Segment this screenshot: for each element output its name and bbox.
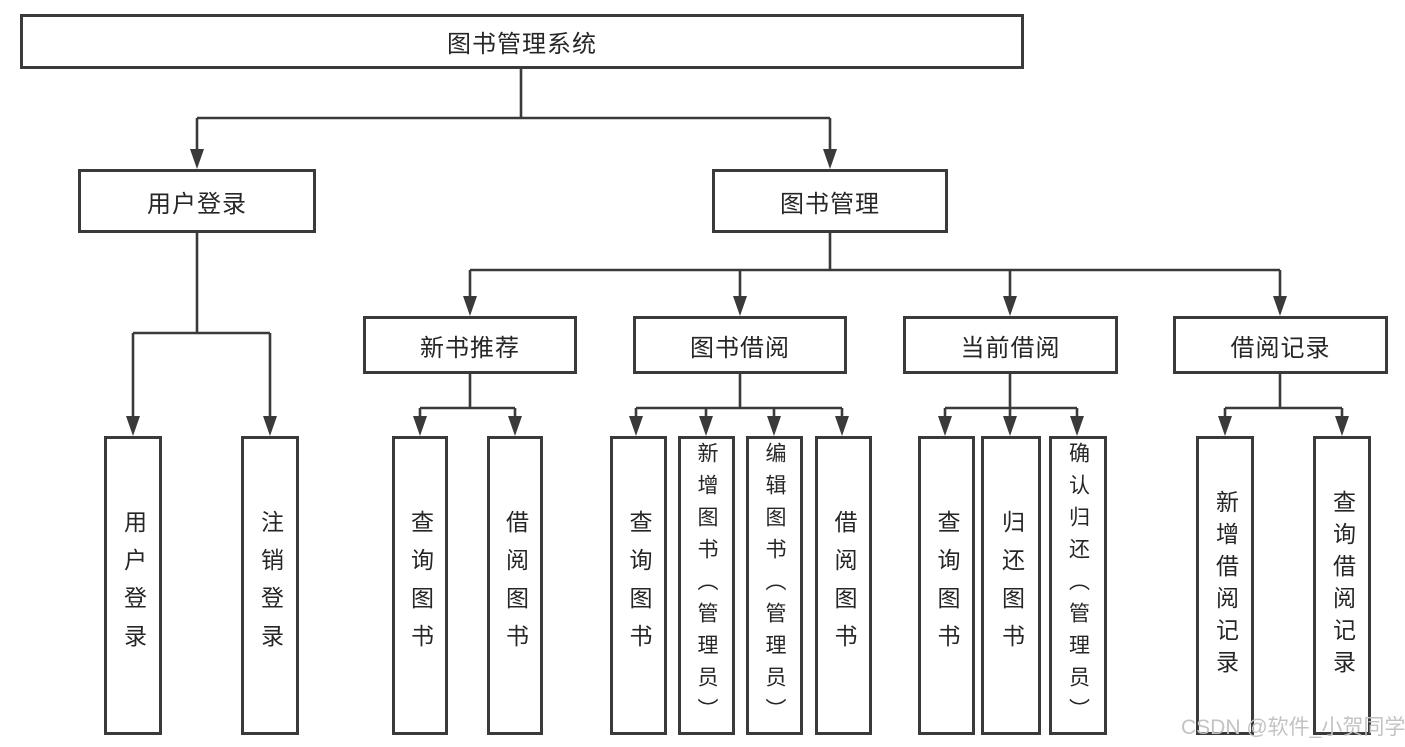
node-root-label: 图书管理系统 [447, 31, 597, 58]
arrowheads-level3 [463, 296, 1287, 316]
arrowheads-user-login [126, 416, 277, 436]
node-borrowing-records: 借阅记录 [1173, 316, 1388, 374]
node-leaf-bb-edit-books-admin-label: 编辑图书（管理员） [763, 441, 786, 730]
node-leaf-nbr-query-books-label: 查询图书 [407, 509, 434, 662]
node-current-borrowing-label: 当前借阅 [960, 334, 1061, 362]
connector-borrowing-records [1223, 374, 1344, 431]
node-leaf-bb-query-books: 查询图书 [610, 436, 667, 735]
node-leaf-bb-edit-books-admin: 编辑图书（管理员） [746, 436, 803, 735]
arrowheads-new-book-recommendation [413, 416, 522, 436]
node-leaf-bb-borrow-books: 借阅图书 [815, 436, 872, 735]
node-leaf-bb-query-books-label: 查询图书 [626, 509, 652, 662]
node-book-management: 图书管理 [712, 169, 948, 233]
node-leaf-br-add-record-label: 新增借阅记录 [1212, 489, 1239, 682]
node-leaf-cb-query-books: 查询图书 [918, 436, 975, 735]
node-leaf-logout-label: 注销登录 [257, 509, 284, 662]
node-leaf-user-login-label: 用户登录 [120, 509, 147, 662]
node-new-book-recommendation: 新书推荐 [363, 316, 577, 374]
arrowheads-book-borrowing [629, 416, 849, 436]
node-leaf-cb-return-books-label: 归还图书 [998, 509, 1025, 662]
node-borrowing-records-label: 借阅记录 [1230, 334, 1331, 362]
node-leaf-br-query-record: 查询借阅记录 [1313, 436, 1371, 735]
node-book-borrowing-label: 图书借阅 [690, 334, 790, 362]
node-root: 图书管理系统 [20, 14, 1024, 69]
connector-book-borrowing [634, 374, 844, 431]
node-book-management-label: 图书管理 [780, 190, 880, 218]
node-leaf-bb-add-books-admin: 新增图书（管理员） [678, 436, 735, 735]
node-leaf-bb-borrow-books-label: 借阅图书 [831, 509, 857, 662]
node-leaf-br-query-record-label: 查询借阅记录 [1329, 489, 1356, 682]
node-book-borrowing: 图书借阅 [633, 316, 847, 374]
node-leaf-nbr-borrow-books-label: 借阅图书 [502, 509, 529, 662]
node-leaf-cb-return-books: 归还图书 [981, 436, 1041, 735]
csdn-watermark: CSDN @软件_小贺同学 [1181, 716, 1405, 739]
node-leaf-cb-confirm-return-admin-label: 确认归还（管理员） [1066, 441, 1090, 730]
node-leaf-nbr-borrow-books: 借阅图书 [487, 436, 543, 735]
connector-new-book-recommendation [418, 374, 517, 431]
node-leaf-br-add-record: 新增借阅记录 [1196, 436, 1254, 735]
node-leaf-logout: 注销登录 [241, 436, 299, 735]
node-leaf-nbr-query-books: 查询图书 [392, 436, 448, 735]
node-user-login-label: 用户登录 [147, 190, 247, 218]
arrowheads-level2 [190, 149, 837, 169]
node-leaf-user-login: 用户登录 [104, 436, 162, 735]
arrowheads-current-borrowing [938, 416, 1084, 436]
node-leaf-cb-confirm-return-admin: 确认归还（管理员） [1049, 436, 1107, 735]
node-leaf-cb-query-books-label: 查询图书 [934, 509, 960, 662]
node-leaf-bb-add-books-admin-label: 新增图书（管理员） [695, 441, 718, 730]
connector-root-to-level2 [195, 69, 832, 164]
connector-book-management [468, 233, 1282, 311]
node-new-book-recommendation-label: 新书推荐 [420, 334, 520, 362]
node-current-borrowing: 当前借阅 [903, 316, 1118, 374]
arrowheads-borrowing-records [1218, 416, 1349, 436]
connector-user-login [131, 233, 272, 431]
node-user-login: 用户登录 [78, 169, 316, 233]
